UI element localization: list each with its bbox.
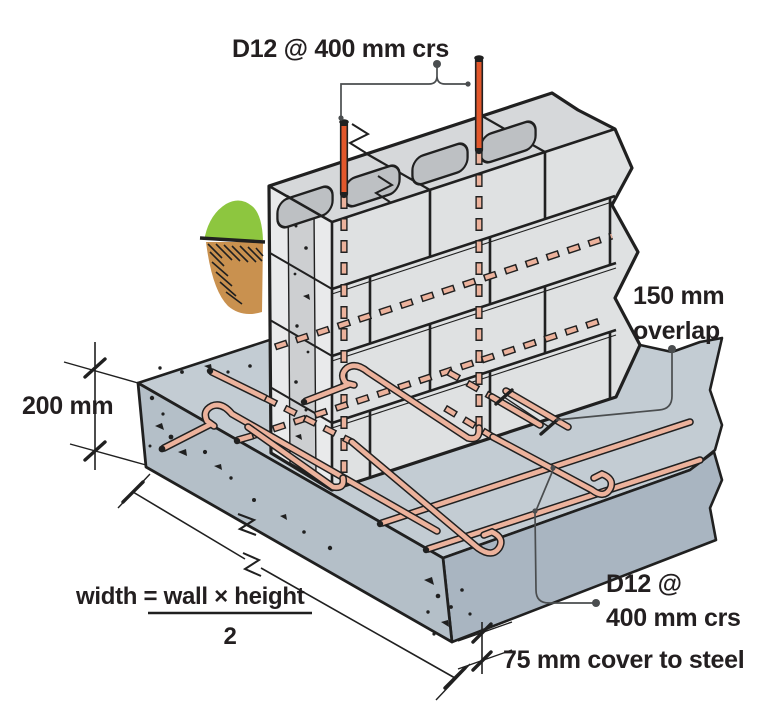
leader-bottom-bar-spacing (532, 465, 600, 607)
label-footing-depth: 200 mm (22, 392, 113, 420)
concrete-speckles (148, 364, 472, 636)
label-bottom-bar-spacing-line1: D12 @ (606, 570, 682, 598)
footing-right-face (441, 450, 724, 644)
longitudinal-edge-bar (422, 456, 704, 554)
label-cover-note: 75 mm cover to steel (503, 646, 744, 674)
label-overlap-line1: 150 mm (633, 282, 724, 310)
grass-mound (205, 200, 263, 240)
break-mark-wall-top (347, 123, 395, 203)
label-width-expression: width = wall × height (75, 583, 305, 610)
vertical-block-joints (368, 152, 612, 478)
dimension-width (117, 473, 471, 701)
soil-hatching (207, 243, 264, 305)
transverse-bar-2 (206, 367, 505, 557)
starter-bars-hidden (340, 152, 483, 478)
label-bottom-bar-spacing-line2: 400 mm crs (606, 604, 741, 632)
block-wall (267, 91, 642, 492)
starter-bars-exposed (339, 55, 484, 199)
ground-line (199, 236, 266, 244)
footing-left-face (136, 381, 454, 644)
leader-overlap (555, 345, 676, 421)
wall-inner-edges (268, 127, 616, 490)
label-width-denominator: 2 (223, 623, 236, 650)
starter-bar-feet (244, 361, 483, 492)
label-top-bar-spacing: D12 @ 400 mm crs (232, 35, 449, 63)
transverse-bar-3 (443, 404, 616, 499)
soil-face (206, 242, 263, 314)
dimension-75mm (457, 621, 513, 674)
ground-cut (199, 200, 266, 314)
transverse-bar-hooked-back (158, 401, 441, 535)
leader-top-bar-spacing (338, 60, 471, 121)
horizontal-wall-bar-hidden (273, 232, 614, 351)
longitudinal-bar-hidden (233, 317, 602, 445)
mortar-course-joints (331, 194, 617, 429)
break-mark-footing-edge (237, 512, 257, 537)
wall-outline (267, 91, 642, 492)
label-overlap-line2: overlap (633, 317, 720, 345)
dimension-200mm (63, 342, 147, 470)
label-width-formula: width = wall × height 2 (75, 583, 312, 650)
rebar (158, 55, 704, 557)
dimension-lap-ticks (494, 388, 559, 436)
